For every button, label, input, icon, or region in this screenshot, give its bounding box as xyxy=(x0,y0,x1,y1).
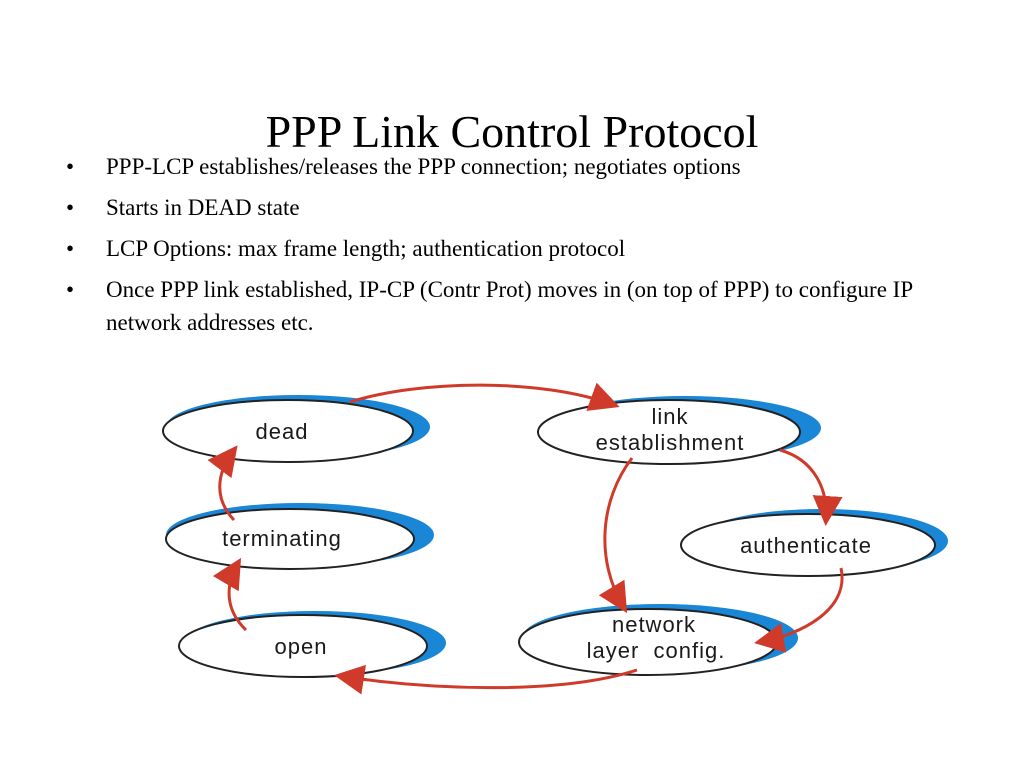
bullet-text: LCP Options: max frame length; authentic… xyxy=(106,236,626,261)
slide-title: PPP Link Control Protocol xyxy=(265,106,759,157)
state-dead: dead xyxy=(162,395,430,463)
bullet-glyph: • xyxy=(66,277,75,302)
transition-link-establishment-to-network-layer-config xyxy=(598,457,634,614)
state-ellipse xyxy=(165,508,415,570)
state-open: open xyxy=(178,611,446,678)
state-label: terminating xyxy=(222,526,342,551)
state-label: establishment xyxy=(596,430,745,455)
bullet-item: • PPP-LCP establishes/releases the PPP co… xyxy=(66,150,926,183)
bullet-item: • Starts in DEAD state xyxy=(66,191,926,224)
transition-authenticate-to-network-layer-config xyxy=(754,567,844,653)
transition-open-to-terminating xyxy=(212,557,248,632)
state-label: link xyxy=(651,404,688,429)
bullet-item: • Once PPP link established, IP-CP (Contr… xyxy=(66,273,926,339)
transition-network-layer-config-to-open xyxy=(334,664,638,695)
state-label: dead xyxy=(256,419,309,444)
bullet-item: • LCP Options: max frame length; authenti… xyxy=(66,232,926,265)
state-label: network xyxy=(612,612,696,637)
bullet-text: Starts in DEAD state xyxy=(106,195,300,220)
state-link-establishment: link establishment xyxy=(537,396,821,465)
bullet-glyph: • xyxy=(66,236,75,261)
bullet-glyph: • xyxy=(66,154,75,179)
bullet-text: PPP-LCP establishes/releases the PPP con… xyxy=(106,154,741,179)
state-ellipse xyxy=(680,513,936,577)
state-label: authenticate xyxy=(740,533,872,558)
state-label: open xyxy=(275,634,328,659)
state-terminating: terminating xyxy=(165,503,434,570)
bullet-text: Once PPP link established, IP-CP (Contr … xyxy=(106,277,913,335)
transition-link-establishment-to-authenticate xyxy=(779,448,843,526)
state-ellipse xyxy=(537,399,801,465)
state-label: layer config. xyxy=(587,638,726,663)
bullet-glyph: • xyxy=(66,195,75,220)
state-ellipse xyxy=(178,614,428,678)
transition-dead-to-link-establishment xyxy=(349,382,620,411)
bullet-list: • PPP-LCP establishes/releases the PPP co… xyxy=(66,150,926,347)
transition-terminating-to-dead xyxy=(207,445,238,522)
state-network-layer-config: network layer config. xyxy=(518,604,798,676)
state-authenticate: authenticate xyxy=(680,509,948,577)
